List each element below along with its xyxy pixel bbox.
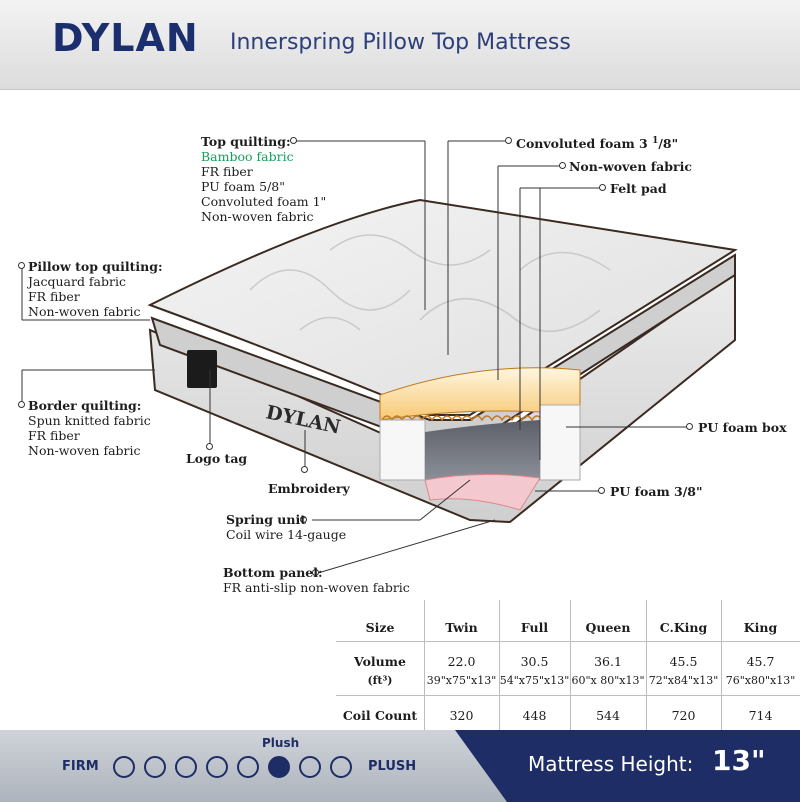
callout-item: Spun knitted fabric [28, 413, 151, 428]
firmness-level-2 [144, 756, 166, 778]
table-cell: 714 [748, 708, 773, 723]
table-cell: 22.0 [447, 654, 476, 669]
table-divider [646, 600, 647, 730]
header-queen: Queen [585, 620, 631, 635]
callout-pillow-top-quilting: Pillow top quilting: Jacquard fabric FR … [28, 259, 163, 319]
table-cell: 76"x80"x13" [725, 674, 796, 687]
callout-item: FR anti-slip non-woven fabric [223, 580, 410, 595]
table-divider [721, 600, 722, 730]
callout-dot-embroidery [301, 466, 308, 473]
table-cell: 30.5 [520, 654, 549, 669]
header-full: Full [520, 620, 549, 635]
callout-dot-top-quilting [290, 137, 297, 144]
table-cell: 320 [449, 708, 474, 723]
callout-non-woven-fabric: Non-woven fabric [569, 159, 692, 174]
table-cell: 720 [671, 708, 696, 723]
callout-felt-pad: Felt pad [610, 181, 667, 196]
callout-dot-pu-foam-box [686, 423, 693, 430]
footer-height-panel [455, 730, 800, 802]
callout-item: FR fiber [28, 289, 80, 304]
firmness-level-1 [113, 756, 135, 778]
callout-title: Pillow top quilting: [28, 259, 163, 274]
table-cell: 60"x 80"x13" [571, 674, 645, 687]
table-cell: 72"x84"x13" [648, 674, 719, 687]
callout-title: Top quilting: [201, 134, 291, 149]
callout-dot-pu-foam-3-8 [598, 487, 605, 494]
firmness-level-7 [299, 756, 321, 778]
table-divider [424, 600, 425, 730]
callout-dot-border [18, 401, 25, 408]
mattress-height-label: Mattress Height: [528, 752, 694, 776]
callout-pu-foam-3-8: PU foam 3/8" [610, 484, 703, 499]
callout-logo-tag: Logo tag [186, 451, 248, 466]
callout-item: Convoluted foam 1" [201, 194, 327, 209]
header-twin: Twin [445, 620, 478, 635]
firmness-level-6 [268, 756, 290, 778]
firmness-right-label: PLUSH [368, 759, 417, 774]
callout-item: Non-woven fabric [28, 443, 141, 458]
firmness-level-8 [330, 756, 352, 778]
table-cell: 544 [596, 708, 620, 723]
table-cell: 36.1 [594, 654, 622, 669]
callout-title: Border quilting: [28, 398, 142, 413]
brand-name: DYLAN [52, 16, 199, 60]
header-banner: DYLAN Innerspring Pillow Top Mattress [0, 0, 800, 90]
firmness-level-3 [175, 756, 197, 778]
table-divider [336, 695, 800, 696]
callout-title: Spring unit [226, 512, 306, 527]
table-cell: 54"x75"x13" [499, 674, 570, 687]
table-cell: 45.7 [746, 654, 775, 669]
coil-count-label: Coil Count [342, 708, 418, 723]
table-divider [570, 600, 571, 730]
volume-unit: (ft³) [367, 674, 393, 687]
table-cell: 45.5 [669, 654, 698, 669]
spec-table: Size Twin Full Queen C.King King Volume … [336, 600, 800, 730]
callout-border-quilting: Border quilting: Spun knitted fabric FR … [28, 398, 151, 458]
callout-dot-convoluted-foam [505, 137, 512, 144]
callout-item: FR fiber [201, 164, 253, 179]
callout-dot-pillow-top [18, 262, 25, 269]
callout-dot-spring-unit [300, 516, 307, 523]
mattress-height-value: 13" [712, 744, 766, 777]
callout-item: Non-woven fabric [201, 209, 314, 224]
callout-item: Jacquard fabric [28, 274, 126, 289]
callout-item: Non-woven fabric [28, 304, 141, 319]
callout-dot-logo-tag [206, 443, 213, 450]
header-cking: C.King [659, 620, 708, 635]
callout-convoluted-foam: Convoluted foam 3 1/8" [516, 136, 679, 152]
firmness-level-5 [237, 756, 259, 778]
callout-dot-bottom-panel [312, 569, 319, 576]
callout-item: PU foam 5/8" [201, 179, 285, 194]
callout-dot-non-woven [559, 162, 566, 169]
callout-item: Coil wire 14-gauge [226, 527, 347, 542]
table-cell: 39"x75"x13" [426, 674, 497, 687]
callout-spring-unit: Spring unit Coil wire 14-gauge [226, 512, 346, 542]
callout-dot-felt-pad [599, 184, 606, 191]
callout-title: Bottom panel: [223, 565, 323, 580]
firmness-left-label: FIRM [62, 759, 99, 774]
callout-top-quilting: Top quilting: Bamboo fabric FR fiber PU … [201, 134, 326, 224]
header-king: King [743, 620, 778, 635]
callout-item-highlight: Bamboo fabric [201, 149, 294, 164]
product-subtitle: Innerspring Pillow Top Mattress [230, 30, 571, 55]
table-divider [499, 600, 500, 730]
callout-bottom-panel: Bottom panel: FR anti-slip non-woven fab… [223, 565, 410, 595]
header-size: Size [365, 620, 395, 635]
firmness-selected-label: Plush [262, 736, 300, 750]
firmness-level-4 [206, 756, 228, 778]
table-cell: 448 [522, 708, 547, 723]
table-divider [336, 641, 800, 642]
callout-embroidery: Embroidery [268, 481, 350, 496]
callout-pu-foam-box: PU foam box [698, 420, 787, 435]
volume-label: Volume [354, 654, 406, 669]
callout-item: FR fiber [28, 428, 80, 443]
